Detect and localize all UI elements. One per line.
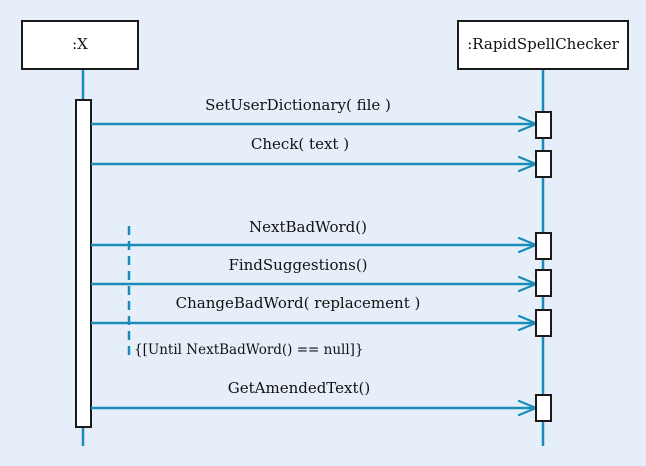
participant-x-label: :X	[72, 35, 88, 53]
message-label: SetUserDictionary( file )	[205, 96, 391, 114]
participant-rapidspellchecker-label: :RapidSpellChecker	[467, 35, 619, 53]
activation-rapidspellchecker	[535, 309, 552, 337]
message-label: FindSuggestions()	[228, 256, 367, 274]
participant-rapidspellchecker: :RapidSpellChecker	[457, 20, 629, 70]
message-label: GetAmendedText()	[228, 379, 370, 397]
message-next-bad-word: NextBadWord()	[91, 218, 552, 260]
message-label: ChangeBadWord( replacement )	[176, 294, 421, 312]
message-label: Check( text )	[251, 135, 349, 153]
message-set-user-dictionary: SetUserDictionary( file )	[91, 96, 552, 139]
loop-guard-label: {[Until NextBadWord() == null]}	[134, 342, 364, 358]
activation-rapidspellchecker	[535, 150, 552, 178]
participant-x: :X	[21, 20, 139, 70]
message-get-amended-text: GetAmendedText()	[91, 379, 552, 422]
activation-rapidspellchecker	[535, 232, 552, 260]
message-check: Check( text )	[91, 135, 552, 178]
activation-x	[75, 99, 92, 428]
activation-rapidspellchecker	[535, 111, 552, 139]
message-find-suggestions: FindSuggestions()	[91, 256, 552, 297]
activation-rapidspellchecker	[535, 269, 552, 297]
activation-rapidspellchecker	[535, 394, 552, 422]
message-change-bad-word: ChangeBadWord( replacement )	[91, 294, 552, 337]
message-label: NextBadWord()	[249, 218, 367, 236]
